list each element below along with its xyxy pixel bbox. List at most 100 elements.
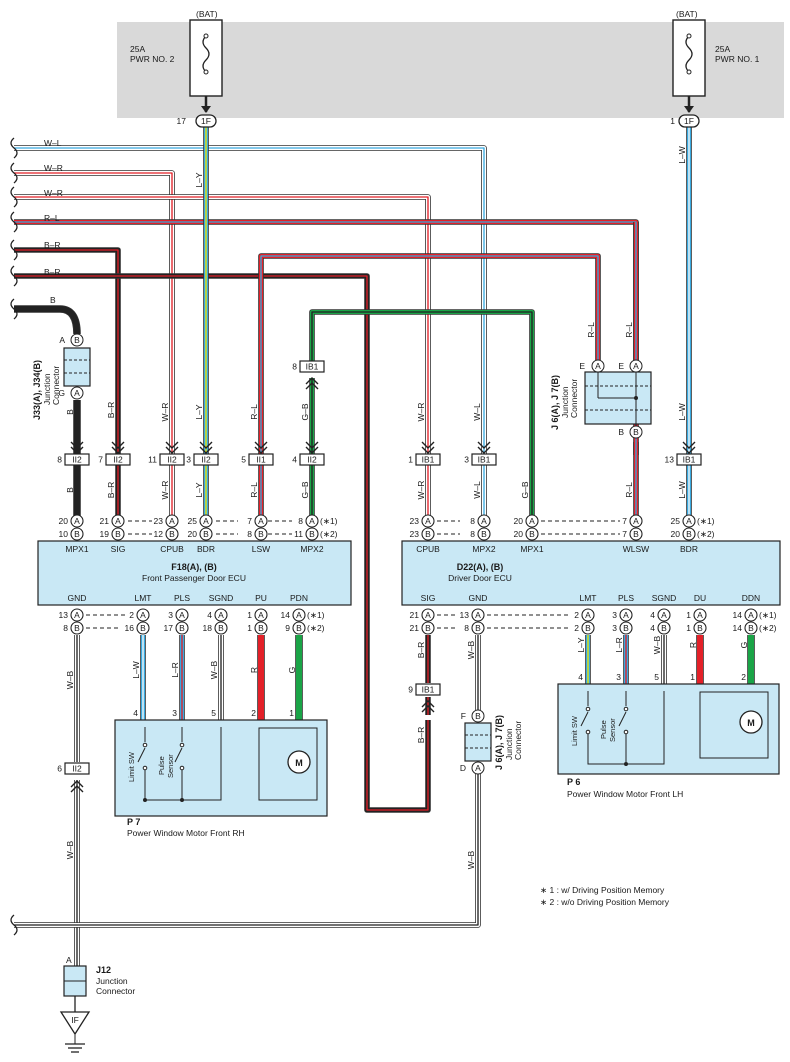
svg-text:(∗2): (∗2) (697, 529, 715, 539)
ecu-pins: AB2010MPX1AB2119SIGAB2312CPUBAB2520BDRAB… (59, 514, 777, 718)
svg-text:II2: II2 (113, 455, 123, 465)
p7-name: Power Window Motor Front RH (127, 828, 245, 838)
motor-icon (287, 750, 311, 774)
svg-text:II1: II1 (256, 455, 266, 465)
svg-text:1: 1 (670, 116, 675, 126)
svg-text:2: 2 (129, 610, 134, 620)
d22-term-label: DU (694, 593, 706, 603)
p6-pin: 4 (578, 672, 583, 682)
svg-text:2: 2 (574, 623, 579, 633)
svg-text:8: 8 (470, 516, 475, 526)
wire-label: R–L (586, 322, 596, 338)
fuse-name-2: PWR NO. 2 (130, 54, 175, 64)
svg-text:A: A (748, 610, 754, 620)
svg-text:B: B (258, 623, 264, 633)
svg-text:B: B (748, 623, 754, 633)
svg-text:8: 8 (292, 362, 297, 372)
svg-text:25: 25 (671, 516, 681, 526)
f18-subtitle: Front Passenger Door ECU (142, 573, 246, 583)
d22-term-label: SIG (421, 593, 436, 603)
svg-text:A: A (309, 516, 315, 526)
svg-text:B: B (218, 623, 224, 633)
svg-text:B: B (697, 623, 703, 633)
svg-text:23: 23 (154, 516, 164, 526)
wire-b (14, 305, 81, 335)
svg-text:12: 12 (154, 529, 164, 539)
wire-label: G–B (300, 403, 310, 420)
svg-text:(∗2): (∗2) (320, 529, 338, 539)
svg-text:B: B (74, 623, 80, 633)
d22-term-label: PLS (618, 593, 634, 603)
svg-text:B: B (309, 529, 315, 539)
svg-text:A: A (633, 516, 639, 526)
wire-label: B–R (416, 642, 426, 659)
svg-text:14: 14 (281, 610, 291, 620)
d22-subtitle: Driver Door ECU (448, 573, 512, 583)
svg-text:B: B (296, 623, 302, 633)
connector-1f-left: 17 1F (177, 114, 217, 128)
chevron-up-icon (305, 377, 319, 390)
wire-label: R–L (624, 322, 634, 338)
svg-text:B: B (686, 529, 692, 539)
svg-text:3: 3 (612, 610, 617, 620)
wire-label: W–B (209, 660, 219, 679)
fuse-amp-1: 25A (715, 44, 730, 54)
j6-label-lower: J 6(A), J 7(B) (494, 715, 504, 770)
svg-text:8: 8 (63, 623, 68, 633)
wire-label: R (688, 642, 698, 648)
motor-front-rh: M Limit SW Pulse Sensor P 7 Power Window… (114, 719, 328, 838)
svg-text:A: A (140, 610, 146, 620)
junction-connector-j6-j7-upper: A E A E B B J 6(A), J 7(B) Junction Conn… (550, 359, 652, 439)
svg-text:20: 20 (671, 529, 681, 539)
p6-pin: 1 (690, 672, 695, 682)
svg-text:17: 17 (177, 116, 187, 126)
p6-name: Power Window Motor Front LH (567, 789, 683, 799)
svg-text:A: A (661, 610, 667, 620)
svg-text:W–R: W–R (44, 188, 63, 198)
bat-label-2: (BAT) (196, 9, 218, 19)
wire-w-r-2 (14, 194, 431, 455)
fuse-icon (202, 35, 210, 73)
wire-label: B–R (416, 727, 426, 744)
p7-code: P 7 (127, 817, 140, 827)
d22-term-label: BDR (680, 544, 698, 554)
wire-label: R–L (249, 404, 259, 420)
svg-text:Pulse: Pulse (599, 720, 608, 739)
chevron-down-icon (305, 441, 319, 454)
svg-text:1F: 1F (684, 116, 694, 126)
svg-text:18: 18 (203, 623, 213, 633)
f18-term-label: CPUB (160, 544, 184, 554)
svg-text:A: A (475, 610, 481, 620)
svg-text:8: 8 (464, 623, 469, 633)
svg-text:F: F (461, 711, 466, 721)
svg-text:Connector: Connector (96, 986, 135, 996)
svg-text:A: A (481, 516, 487, 526)
svg-text:A: A (218, 610, 224, 620)
motor-front-lh: M Limit SW Pulse Sensor P 6 Power Window… (557, 683, 780, 799)
wire-label: B–R (106, 402, 116, 419)
svg-text:8: 8 (57, 455, 62, 465)
f18-term-label: SGND (209, 593, 234, 603)
svg-text:20: 20 (59, 516, 69, 526)
svg-text:IF: IF (71, 1015, 79, 1025)
svg-text:1: 1 (686, 623, 691, 633)
j33-label: J33(A), J34(B) (32, 360, 42, 420)
svg-text:1: 1 (247, 610, 252, 620)
wire-w-r-1 (14, 170, 175, 455)
svg-text:21: 21 (410, 610, 420, 620)
